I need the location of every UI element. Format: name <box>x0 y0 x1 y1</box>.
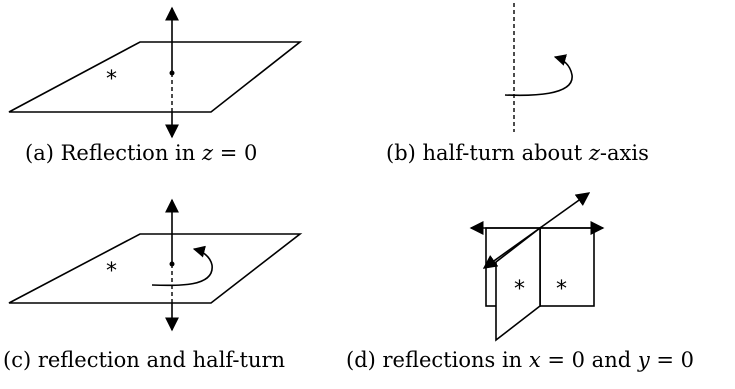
asterisk-marker-left: * <box>514 277 525 302</box>
half-turn-arrow <box>151 245 213 287</box>
origin-dot <box>169 261 175 267</box>
panel-d-diagram: * * <box>469 192 605 342</box>
asterisk-marker-right: * <box>556 277 567 302</box>
asterisk-marker: * <box>106 67 117 92</box>
panel-b-diagram <box>504 3 573 132</box>
reflection-plane <box>8 233 303 304</box>
origin-dot <box>169 70 175 76</box>
plane-x-back-right <box>539 227 595 307</box>
caption-d: (d) reflections in x = 0 and y = 0 <box>346 348 695 372</box>
panel-a-diagram: * <box>8 6 303 139</box>
caption-a: (a) Reflection in z = 0 <box>25 141 258 165</box>
y-reflection-arrow-down <box>482 227 541 269</box>
half-turn-arrow <box>504 54 573 97</box>
asterisk-marker: * <box>106 259 117 284</box>
caption-c: (c) reflection and half-turn <box>3 348 286 372</box>
plane-y-slanted <box>495 226 541 342</box>
caption-b: (b) half-turn about z-axis <box>386 141 649 165</box>
reflection-plane <box>8 41 303 113</box>
y-reflection-arrow-up <box>539 192 591 229</box>
panel-c-diagram: * <box>8 198 303 332</box>
